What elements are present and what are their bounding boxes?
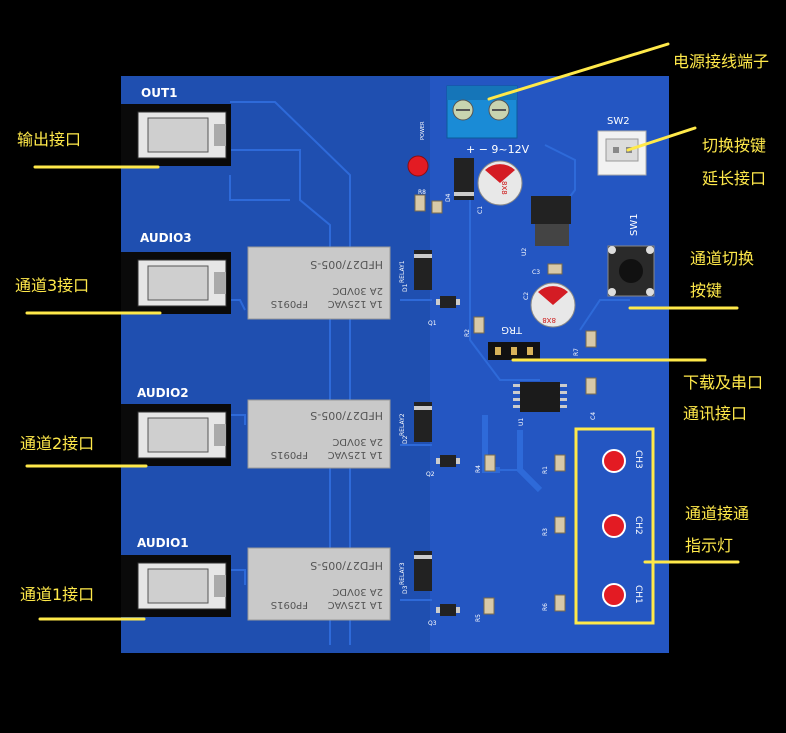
- ref-u1: U1: [518, 418, 525, 426]
- ref-relay2: RELAY2: [399, 413, 406, 436]
- annotation-channel2-port: 通道2接口: [20, 434, 95, 453]
- relay-3-mid2: 2A 30VDC: [332, 586, 383, 597]
- label-sw2: SW2: [607, 116, 630, 127]
- regulator-u2: [531, 196, 571, 246]
- annotation-switch-ext-2: 延长接口: [702, 169, 767, 188]
- mcu-u1: [513, 382, 567, 412]
- annotation-channel1-port: 通道1接口: [20, 585, 95, 604]
- ref-c3: C3: [532, 269, 540, 276]
- cap-c2-mark: 8X8: [542, 316, 556, 324]
- annotation-channel-switch-1: 通道切换: [690, 249, 755, 268]
- ref-q3: Q3: [428, 620, 437, 627]
- ref-r2: R2: [464, 329, 471, 337]
- annotation-download-serial-1: 下载及串口: [683, 373, 764, 392]
- annotation-channel-led-2: 指示灯: [685, 536, 734, 555]
- ref-r7: R7: [573, 348, 580, 356]
- label-ch3: CH3: [633, 450, 643, 469]
- label-audio2: AUDIO2: [137, 386, 189, 400]
- annotation-output-port: 输出接口: [17, 130, 82, 149]
- relay-1-mid2: 2A 30VDC: [332, 285, 383, 296]
- relay-2-top: FP091S: [271, 449, 308, 460]
- led-highlight-box: [574, 427, 655, 625]
- ref-r4: R4: [475, 465, 482, 473]
- annotation-channel-switch-2: 按键: [690, 281, 723, 300]
- label-trg: TRG: [501, 324, 523, 335]
- annotation-power-terminal: 电源接线端子: [673, 52, 770, 71]
- ref-r3: R3: [542, 528, 549, 536]
- jack-out1: [121, 104, 231, 166]
- trg-header: [488, 342, 540, 360]
- ref-relay1: RELAY1: [399, 260, 406, 283]
- relay-1-bottom: HFD27/005-S: [310, 258, 383, 271]
- relay-2-mid1: 1A 125VAC: [328, 449, 383, 460]
- led-ch1: [602, 583, 626, 607]
- relay-3-bottom: HFD27/005-S: [310, 559, 383, 572]
- power-led: [407, 155, 429, 177]
- relay-1-top: FP091S: [271, 298, 308, 309]
- relay-2: FP091S 1A 125VAC 2A 30VDC HFD27/005-S: [247, 399, 391, 469]
- ref-relay3: RELAY3: [399, 562, 406, 585]
- sw1-button: [607, 245, 655, 297]
- ref-d1: D1: [402, 283, 409, 292]
- transistor-q1: [436, 296, 460, 308]
- jack-audio1: [121, 555, 231, 617]
- relay-3-top: FP091S: [271, 599, 308, 610]
- diode-d3: [414, 551, 432, 591]
- cap-c1-mark: 8X8: [500, 181, 508, 195]
- diode-d1: [414, 250, 432, 290]
- label-ch1: CH1: [633, 585, 643, 604]
- label-voltage: + − 9~12V: [466, 143, 530, 156]
- jack-audio2: [121, 404, 231, 466]
- power-terminal: [446, 85, 518, 139]
- ref-d4: D4: [445, 193, 452, 202]
- ref-c4: C4: [590, 412, 597, 420]
- annotation-channel3-port: 通道3接口: [15, 276, 90, 295]
- sw2-connector: [597, 130, 647, 176]
- label-audio1: AUDIO1: [137, 536, 189, 550]
- ref-r6: R6: [542, 603, 549, 611]
- led-ch2: [602, 514, 626, 538]
- transistor-q3: [436, 604, 460, 616]
- relay-3-mid1: 1A 125VAC: [328, 599, 383, 610]
- capacitor-c2: [530, 282, 576, 328]
- relay-1-mid1: 1A 125VAC: [328, 298, 383, 309]
- ref-u2: U2: [521, 248, 528, 256]
- label-power-led: POWER: [420, 121, 426, 140]
- label-out1: OUT1: [141, 86, 177, 100]
- ref-r1: R1: [542, 466, 549, 474]
- annotation-download-serial-2: 通讯接口: [683, 404, 748, 423]
- ref-d2: D2: [402, 435, 409, 444]
- ref-q1: Q1: [428, 320, 437, 327]
- label-sw1: SW1: [629, 213, 640, 236]
- ref-c1: C1: [477, 206, 484, 214]
- relay-1: FP091S 1A 125VAC 2A 30VDC HFD27/005-S: [247, 246, 391, 320]
- label-ch2: CH2: [633, 516, 643, 535]
- relay-2-bottom: HFD27/005-S: [310, 409, 383, 422]
- resistors: [414, 194, 597, 615]
- jack-audio3: [121, 252, 231, 314]
- led-ch3: [602, 449, 626, 473]
- ref-q2: Q2: [426, 471, 435, 478]
- ref-c2: C2: [523, 292, 530, 300]
- relay-3: FP091S 1A 125VAC 2A 30VDC HFD27/005-S: [247, 547, 391, 621]
- annotation-lines: [25, 42, 740, 621]
- label-audio3: AUDIO3: [140, 231, 192, 245]
- annotation-switch-ext-1: 切换按键: [702, 136, 767, 155]
- transistor-q2: [436, 455, 460, 467]
- ref-r8: R8: [418, 189, 426, 196]
- ref-r5: R5: [475, 614, 482, 622]
- diode-d2: [414, 402, 432, 442]
- ref-d3: D3: [402, 585, 409, 594]
- capacitor-c1: [477, 160, 523, 206]
- relay-2-mid2: 2A 30VDC: [332, 436, 383, 447]
- diode-d4: [454, 158, 474, 200]
- annotation-channel-led-1: 通道接通: [685, 504, 750, 523]
